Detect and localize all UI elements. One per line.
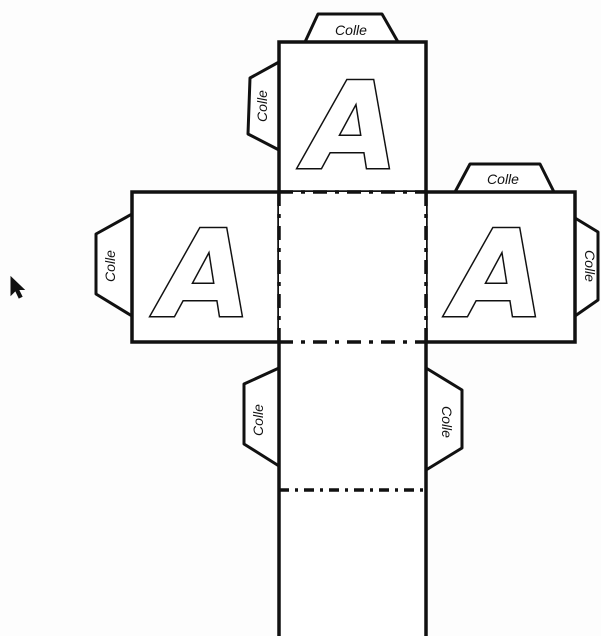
face-right: A	[424, 190, 577, 347]
glue-flap-top-left: Colle	[246, 60, 280, 152]
glue-flap-lower-left: Colle	[242, 366, 280, 468]
glue-flap-top-left-label: Colle	[254, 90, 270, 122]
face-left-letter: A	[151, 206, 252, 345]
glue-flap-lower-right: Colle	[425, 366, 464, 472]
face-right-letter: A	[444, 206, 545, 345]
glue-flap-right-top-label: Colle	[487, 171, 519, 187]
face-bottom	[279, 490, 426, 636]
glue-flap-lower-left-label: Colle	[250, 404, 266, 436]
glue-flap-right-label: Colle	[582, 250, 598, 282]
mouse-pointer-icon	[10, 275, 26, 299]
fold-lines	[277, 190, 428, 492]
glue-flap-right: Colle	[574, 216, 600, 318]
glue-flap-right-top: Colle	[453, 162, 556, 193]
face-lower	[279, 342, 426, 490]
glue-flap-top-label: Colle	[335, 22, 367, 38]
face-center	[279, 192, 426, 342]
glue-flap-top: Colle	[303, 12, 400, 43]
face-top-letter: A	[298, 58, 399, 197]
glue-flap-left: Colle	[94, 212, 133, 318]
face-left: A	[130, 190, 281, 347]
face-top: A	[277, 40, 428, 199]
glue-flap-lower-right-label: Colle	[439, 406, 455, 438]
glue-flap-left-label: Colle	[102, 250, 118, 282]
